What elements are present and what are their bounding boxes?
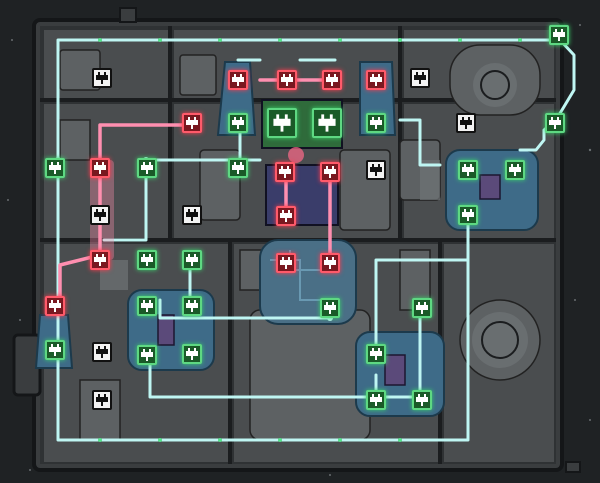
plug-icon: [462, 164, 474, 176]
wire-port-p9[interactable]: [90, 158, 110, 178]
wire-port-p37[interactable]: [412, 298, 432, 318]
wire-port-p33[interactable]: [137, 345, 157, 365]
plug-icon: [370, 348, 382, 360]
plug-icon: [232, 74, 244, 86]
plug-icon: [141, 254, 153, 266]
wire-port-p2[interactable]: [545, 113, 565, 133]
plug-icon: [370, 394, 382, 406]
plug-icon: [280, 210, 292, 222]
wire-port-p7[interactable]: [322, 70, 342, 90]
wire-port-p40[interactable]: [412, 390, 432, 410]
wire-port-p43[interactable]: [182, 344, 202, 364]
wire-port-p5[interactable]: [228, 70, 248, 90]
wire-port-p21[interactable]: [276, 206, 296, 226]
plug-icon: [96, 72, 108, 84]
wire-port-p15[interactable]: [456, 113, 476, 133]
plug-icon: [324, 302, 336, 314]
plug-icon: [370, 117, 382, 129]
wire-port-p3[interactable]: [228, 113, 248, 133]
wire-port-p16[interactable]: [366, 160, 386, 180]
plug-icon: [370, 74, 382, 86]
wire-port-p35[interactable]: [320, 253, 340, 273]
plug-icon: [94, 254, 106, 266]
wire-port-p47[interactable]: [92, 342, 112, 362]
plug-icon: [324, 166, 336, 178]
wire-port-p39[interactable]: [366, 390, 386, 410]
plug-icon: [326, 74, 338, 86]
plug-icon: [94, 209, 106, 221]
plug-icon: [186, 348, 198, 360]
plug-icon: [96, 394, 108, 406]
wire-port-p14[interactable]: [410, 68, 430, 88]
wire-port-p32[interactable]: [182, 296, 202, 316]
plug-icon: [460, 117, 472, 129]
plug-icon: [273, 114, 291, 132]
wire-port-p10[interactable]: [182, 113, 202, 133]
plug-icon: [553, 29, 565, 41]
wire-port-p23[interactable]: [137, 158, 157, 178]
wire-port-p42[interactable]: [276, 253, 296, 273]
plug-icon: [141, 162, 153, 174]
plug-icon: [232, 162, 244, 174]
wire-port-p31[interactable]: [137, 296, 157, 316]
plug-icon: [279, 166, 291, 178]
plug-icon: [462, 209, 474, 221]
plug-icon: [324, 257, 336, 269]
plug-icon: [186, 254, 198, 266]
wire-port-p41[interactable]: [45, 296, 65, 316]
wire-port-p34[interactable]: [90, 250, 110, 270]
plug-icon: [414, 72, 426, 84]
wire-port-p17[interactable]: [90, 205, 110, 225]
wire-port-p18[interactable]: [182, 205, 202, 225]
wire-port-p29[interactable]: [182, 250, 202, 270]
wire-port-p13[interactable]: [92, 68, 112, 88]
plug-icon: [232, 117, 244, 129]
wire-port-p20[interactable]: [320, 162, 340, 182]
plug-icon: [281, 74, 293, 86]
plug-icon: [416, 394, 428, 406]
plug-icon: [94, 162, 106, 174]
wire-port-p12[interactable]: [312, 108, 342, 138]
wire-port-p48[interactable]: [92, 390, 112, 410]
wire-port-p36[interactable]: [320, 298, 340, 318]
wire-port-p30[interactable]: [45, 340, 65, 360]
plug-icon: [186, 117, 198, 129]
wire-port-p38[interactable]: [366, 344, 386, 364]
plug-icon: [186, 300, 198, 312]
wire-port-p1[interactable]: [549, 25, 569, 45]
plug-icon: [280, 257, 292, 269]
plug-icon: [318, 114, 336, 132]
plug-icon: [96, 346, 108, 358]
wire-port-p8[interactable]: [366, 70, 386, 90]
wire-port-p24[interactable]: [228, 158, 248, 178]
plug-icon: [49, 162, 61, 174]
plug-icon: [186, 209, 198, 221]
plug-icon: [416, 302, 428, 314]
wire-port-p25[interactable]: [458, 160, 478, 180]
wire-port-p26[interactable]: [505, 160, 525, 180]
plug-icon: [49, 300, 61, 312]
plug-icon: [549, 117, 561, 129]
wire-port-p19[interactable]: [275, 162, 295, 182]
plug-icon: [49, 344, 61, 356]
wire-port-p28[interactable]: [137, 250, 157, 270]
wire-port-p27[interactable]: [458, 205, 478, 225]
plug-icon: [141, 300, 153, 312]
plug-icon: [509, 164, 521, 176]
wire-port-p4[interactable]: [366, 113, 386, 133]
wire-port-p11[interactable]: [267, 108, 297, 138]
plug-icon: [370, 164, 382, 176]
plug-icon: [141, 349, 153, 361]
wire-port-p22[interactable]: [45, 158, 65, 178]
wire-port-p6[interactable]: [277, 70, 297, 90]
